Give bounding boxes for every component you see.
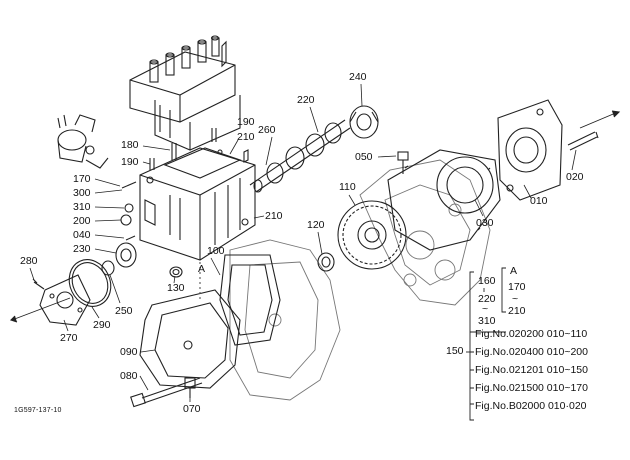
engine-housing-outline	[229, 159, 491, 401]
part-label-110[interactable]: 110	[339, 181, 356, 193]
stud-bolt-020	[567, 131, 599, 151]
figure-ref-line-3[interactable]: Fig.No.021201 010~150	[475, 364, 588, 376]
part-label-300[interactable]: 300	[73, 187, 91, 199]
part-label-030[interactable]: 030	[476, 217, 494, 229]
range-left-mid: 220	[478, 293, 496, 305]
figure-group-label: 150	[446, 345, 464, 357]
cover-plate-270	[39, 274, 91, 326]
o-ring-290-inner	[71, 262, 109, 304]
part-label-260[interactable]: 260	[258, 124, 276, 136]
part-label-170[interactable]: 170	[73, 173, 91, 185]
drawing-code: 1G597-137-10	[14, 407, 62, 414]
gear-cover	[139, 254, 281, 389]
part-label-070[interactable]: 070	[183, 403, 201, 415]
part-label-190-b[interactable]: 190	[121, 156, 139, 168]
range-right-tilde: ~	[512, 293, 519, 305]
part-label-250[interactable]: 250	[115, 305, 133, 317]
range-left-bot: 310	[478, 315, 496, 327]
feed-pump	[57, 114, 109, 169]
part-label-310[interactable]: 310	[73, 201, 91, 213]
figure-ref-line-2[interactable]: Fig.No.020400 010~200	[475, 346, 588, 358]
part-label-270[interactable]: 270	[60, 332, 78, 344]
part-label-050[interactable]: 050	[355, 151, 373, 163]
bearing-230	[115, 242, 137, 268]
bolt-050	[397, 151, 409, 174]
part-label-180[interactable]: 180	[121, 139, 139, 151]
part-label-230[interactable]: 230	[73, 243, 91, 255]
part-label-210-a[interactable]: 210	[237, 131, 255, 143]
camshaft	[249, 119, 351, 193]
range-right-mid: 170	[508, 281, 526, 293]
bearing-240	[349, 105, 379, 139]
part-label-240[interactable]: 240	[349, 71, 367, 83]
part-label-200[interactable]: 200	[73, 215, 91, 227]
part-label-040[interactable]: 040	[73, 229, 91, 241]
part-label-120[interactable]: 120	[307, 219, 325, 231]
gear-case-plate	[387, 149, 501, 251]
range-right-bot: 210	[508, 305, 526, 317]
part-label-080[interactable]: 080	[120, 370, 138, 382]
part-label-220[interactable]: 220	[297, 94, 315, 106]
coupling	[317, 252, 335, 272]
figure-ref-line-5[interactable]: Fig.No.B02000 010·020	[475, 400, 587, 412]
part-label-130[interactable]: 130	[167, 282, 185, 294]
nut-130	[169, 266, 183, 278]
range-left-top: 160	[478, 275, 496, 287]
pump-top-block	[129, 35, 241, 151]
delivery-valves	[149, 35, 220, 83]
part-label-280[interactable]: 280	[20, 255, 38, 267]
part-label-190-a[interactable]: 190	[237, 116, 255, 128]
range-left-tilde: ~	[482, 303, 489, 315]
figure-ref-line-1[interactable]: Fig.No.020200 010~110	[475, 328, 588, 340]
part-label-020[interactable]: 020	[566, 171, 584, 183]
part-label-A[interactable]: A	[198, 263, 206, 275]
figure-ref-line-4[interactable]: Fig.No.021500 010~170	[475, 382, 588, 394]
range-right-top: A	[510, 265, 518, 277]
bolt-080	[141, 377, 203, 404]
part-label-290[interactable]: 290	[93, 319, 111, 331]
part-label-210-b[interactable]: 210	[265, 210, 283, 222]
flange-cover	[497, 99, 563, 201]
pump-housing	[139, 128, 256, 261]
part-label-090[interactable]: 090	[120, 346, 138, 358]
ring-250	[101, 260, 115, 276]
part-label-010[interactable]: 010	[530, 195, 548, 207]
part-label-100[interactable]: 100	[207, 245, 225, 257]
drive-gear	[337, 200, 407, 270]
